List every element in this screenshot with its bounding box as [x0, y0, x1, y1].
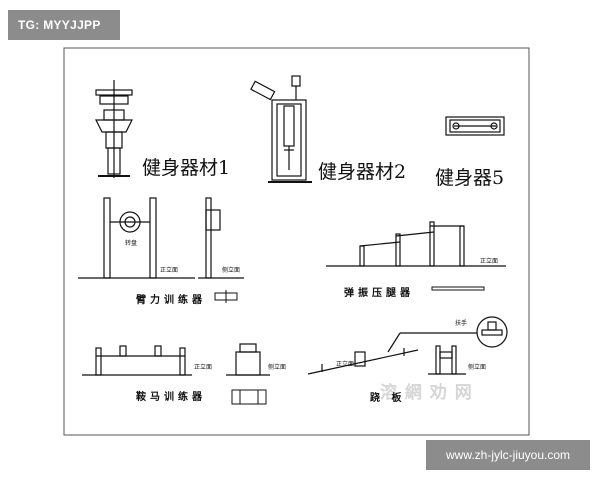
pommel-trainer-side-elevation: [226, 343, 270, 376]
caption-seesaw: 跷 板: [370, 393, 406, 404]
label-arm-side: 侧立面: [222, 267, 241, 274]
label-handle: 扶手: [455, 320, 468, 327]
title-equipment-2: 健身器材2: [318, 161, 407, 183]
watermark-url: www.zh-jylc-jiuyou.com: [426, 440, 590, 470]
leg-press-plan: [431, 286, 485, 291]
label-leg-press-front: 正立面: [480, 258, 499, 265]
equipment-2-drawing: [250, 75, 312, 183]
pommel-trainer-front-elevation: [82, 345, 192, 376]
label-pommel-side: 侧立面: [268, 364, 287, 371]
equipment-1-drawing: [95, 80, 133, 178]
leg-press-front-elevation: [326, 221, 506, 267]
arm-trainer-side-elevation: [198, 197, 244, 279]
watermark-tag: TG: MYYJJPP: [8, 10, 120, 40]
arm-trainer-plan: [214, 290, 238, 303]
label-seesaw-front: 正立面: [336, 361, 355, 368]
caption-leg-press: 弹振压腿器: [344, 288, 414, 299]
equipment-5-drawing: [445, 116, 505, 136]
label-pommel-front: 正立面: [194, 364, 213, 371]
ghost-watermark: 溶 網 劝 网: [380, 383, 473, 403]
seesaw-detail: [387, 316, 508, 353]
seesaw-front-elevation: [307, 348, 419, 375]
caption-pommel-trainer: 鞍马训练器: [136, 392, 206, 403]
title-equipment-1: 健身器材1: [142, 157, 231, 179]
label-arm-front: 正立面: [160, 267, 179, 274]
label-seesaw-side: 侧立面: [468, 364, 487, 371]
seesaw-side-elevation: [428, 345, 466, 375]
pommel-trainer-plan: [231, 389, 267, 405]
label-rotation: 转盘: [125, 240, 138, 247]
arm-trainer-front-elevation: [78, 197, 195, 279]
title-equipment-5: 健身器5: [435, 167, 505, 189]
sheet-frame: [63, 47, 530, 436]
caption-arm-trainer: 臂力训练器: [136, 295, 206, 306]
